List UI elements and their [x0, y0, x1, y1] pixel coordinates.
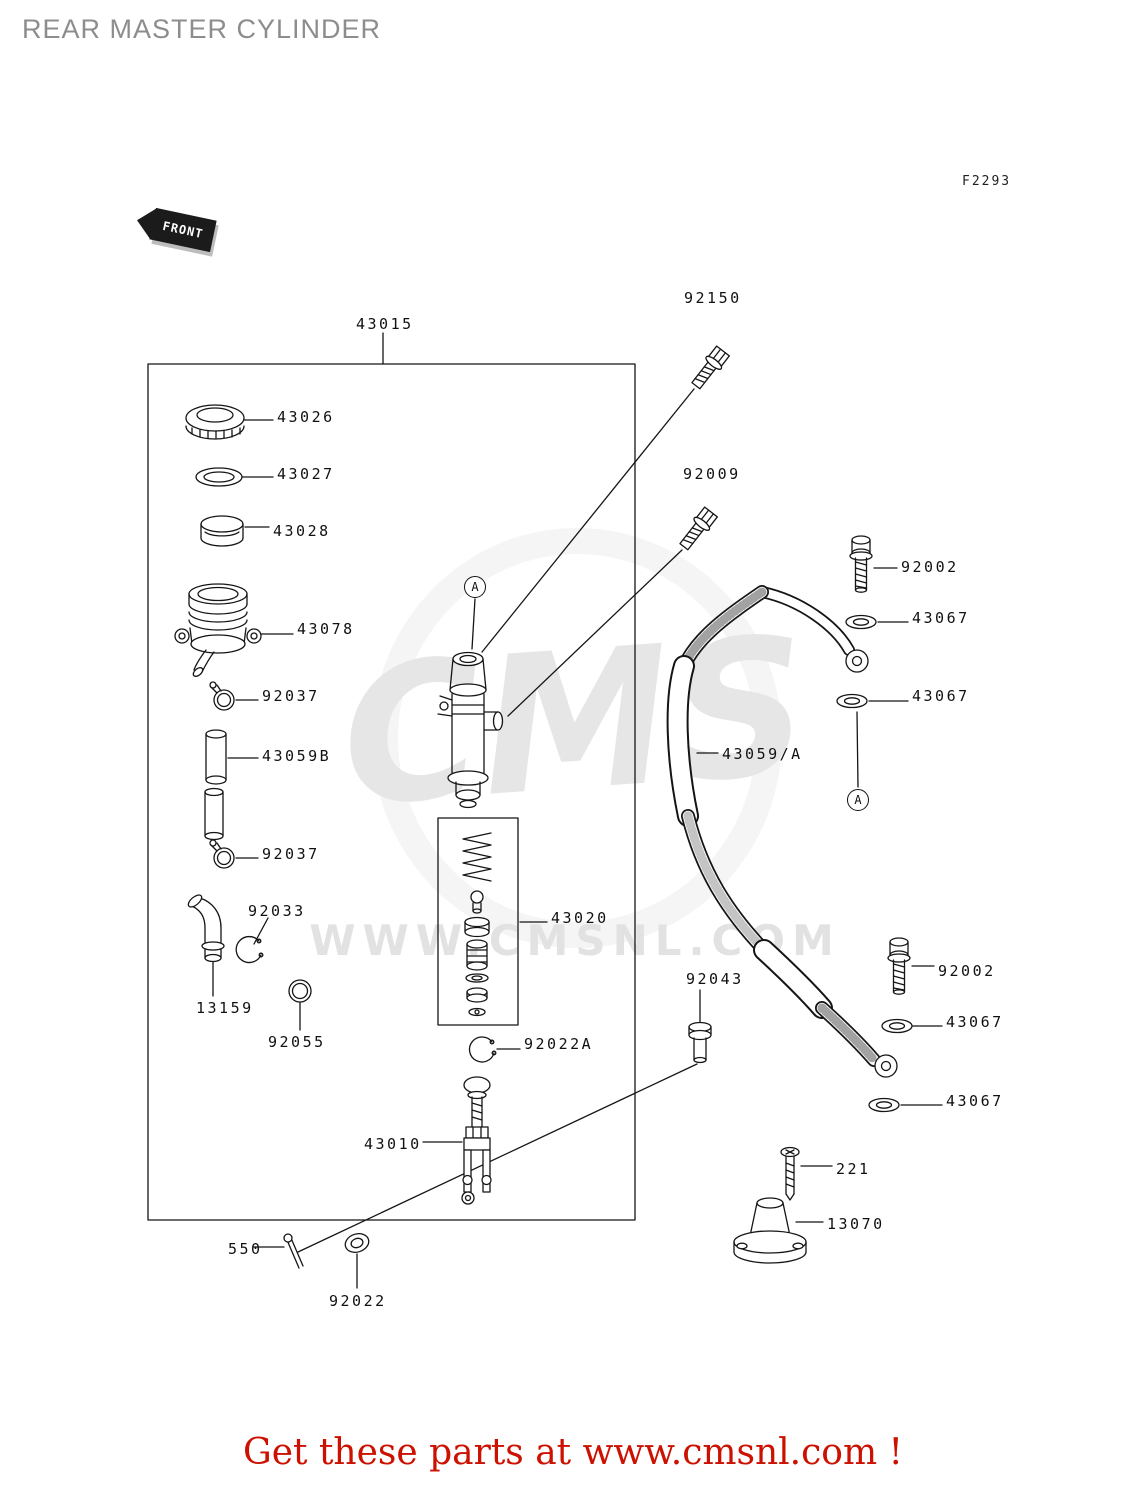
joint-pin-92043: [688, 1021, 712, 1064]
part-label-43020: 43020: [551, 909, 609, 927]
hose-clamp-92037-lower: [209, 839, 235, 869]
part-label-43027: 43027: [277, 465, 335, 483]
page-title: REAR MASTER CYLINDER: [22, 14, 382, 44]
part-label-13070: 13070: [827, 1215, 885, 1233]
part-label-92037-lower: 92037: [262, 845, 320, 863]
bolt-92009: [675, 505, 720, 554]
screw-221: [780, 1146, 800, 1201]
view-marker-a-top: A: [464, 576, 486, 598]
kit-box-43020: [437, 817, 519, 1026]
figure-code: F2293: [962, 174, 1012, 189]
cap-plate-43027: [195, 467, 243, 487]
brake-hose-43059a: [666, 585, 898, 1078]
master-cylinder-body: [437, 651, 504, 809]
assembly-box-43015: [147, 363, 636, 1221]
part-label-92009: 92009: [683, 465, 741, 483]
front-arrow-label: FRONT: [161, 218, 205, 242]
part-label-92022A: 92022A: [524, 1035, 594, 1053]
elbow-joint-13159: [187, 894, 225, 963]
part-label-43015: 43015: [356, 315, 414, 333]
o-ring-92055: [288, 979, 312, 1003]
washer-43067-1: [845, 614, 877, 630]
part-label-92037-upper: 92037: [262, 687, 320, 705]
washer-43067-3: [881, 1018, 913, 1034]
hose-clamp-92037-upper: [209, 681, 235, 711]
part-label-221: 221: [836, 1160, 871, 1178]
part-label-92002-upper: 92002: [901, 558, 959, 576]
part-label-43067-4: 43067: [946, 1092, 1004, 1110]
circlip-92033: [235, 935, 264, 964]
part-label-92022: 92022: [329, 1292, 387, 1310]
part-label-43067-3: 43067: [946, 1013, 1004, 1031]
washer-43067-4: [868, 1097, 900, 1113]
part-label-43067-1: 43067: [912, 609, 970, 627]
part-label-43067-2: 43067: [912, 687, 970, 705]
part-label-92002-lower: 92002: [938, 962, 996, 980]
reservoir-43078: [174, 583, 262, 677]
banjo-bolt-92150: [687, 344, 732, 393]
piston-kit-43020: [462, 832, 492, 1017]
part-label-43059A: 43059/A: [722, 745, 803, 763]
footer-cta[interactable]: Get these parts at www.cmsnl.com !: [242, 1432, 904, 1473]
part-label-92043: 92043: [686, 970, 744, 988]
part-label-43028: 43028: [273, 522, 331, 540]
bolt-92002-upper: [849, 535, 873, 593]
part-label-43010: 43010: [364, 1135, 422, 1153]
part-label-92033: 92033: [248, 902, 306, 920]
reservoir-hose-43059b: [204, 729, 227, 841]
push-rod-43010: [461, 1076, 492, 1205]
part-label-92150: 92150: [684, 289, 742, 307]
reservoir-cap-43026: [185, 404, 245, 440]
leader-lines: [212, 332, 943, 1289]
part-label-43026: 43026: [277, 408, 335, 426]
part-label-43078: 43078: [297, 620, 355, 638]
part-label-13159: 13159: [196, 999, 254, 1017]
part-label-43059B: 43059B: [262, 747, 332, 765]
washer-92022: [344, 1233, 370, 1253]
part-label-92055: 92055: [268, 1033, 326, 1051]
view-marker-a-right: A: [847, 789, 869, 811]
diaphragm-43028: [200, 515, 244, 547]
washer-43067-2: [836, 693, 868, 709]
bracket-13070: [733, 1197, 807, 1264]
bolt-92002-lower: [887, 937, 911, 995]
cotter-pin-550: [283, 1233, 304, 1269]
snap-ring-92022a: [468, 1036, 497, 1063]
part-label-550: 550: [228, 1240, 263, 1258]
